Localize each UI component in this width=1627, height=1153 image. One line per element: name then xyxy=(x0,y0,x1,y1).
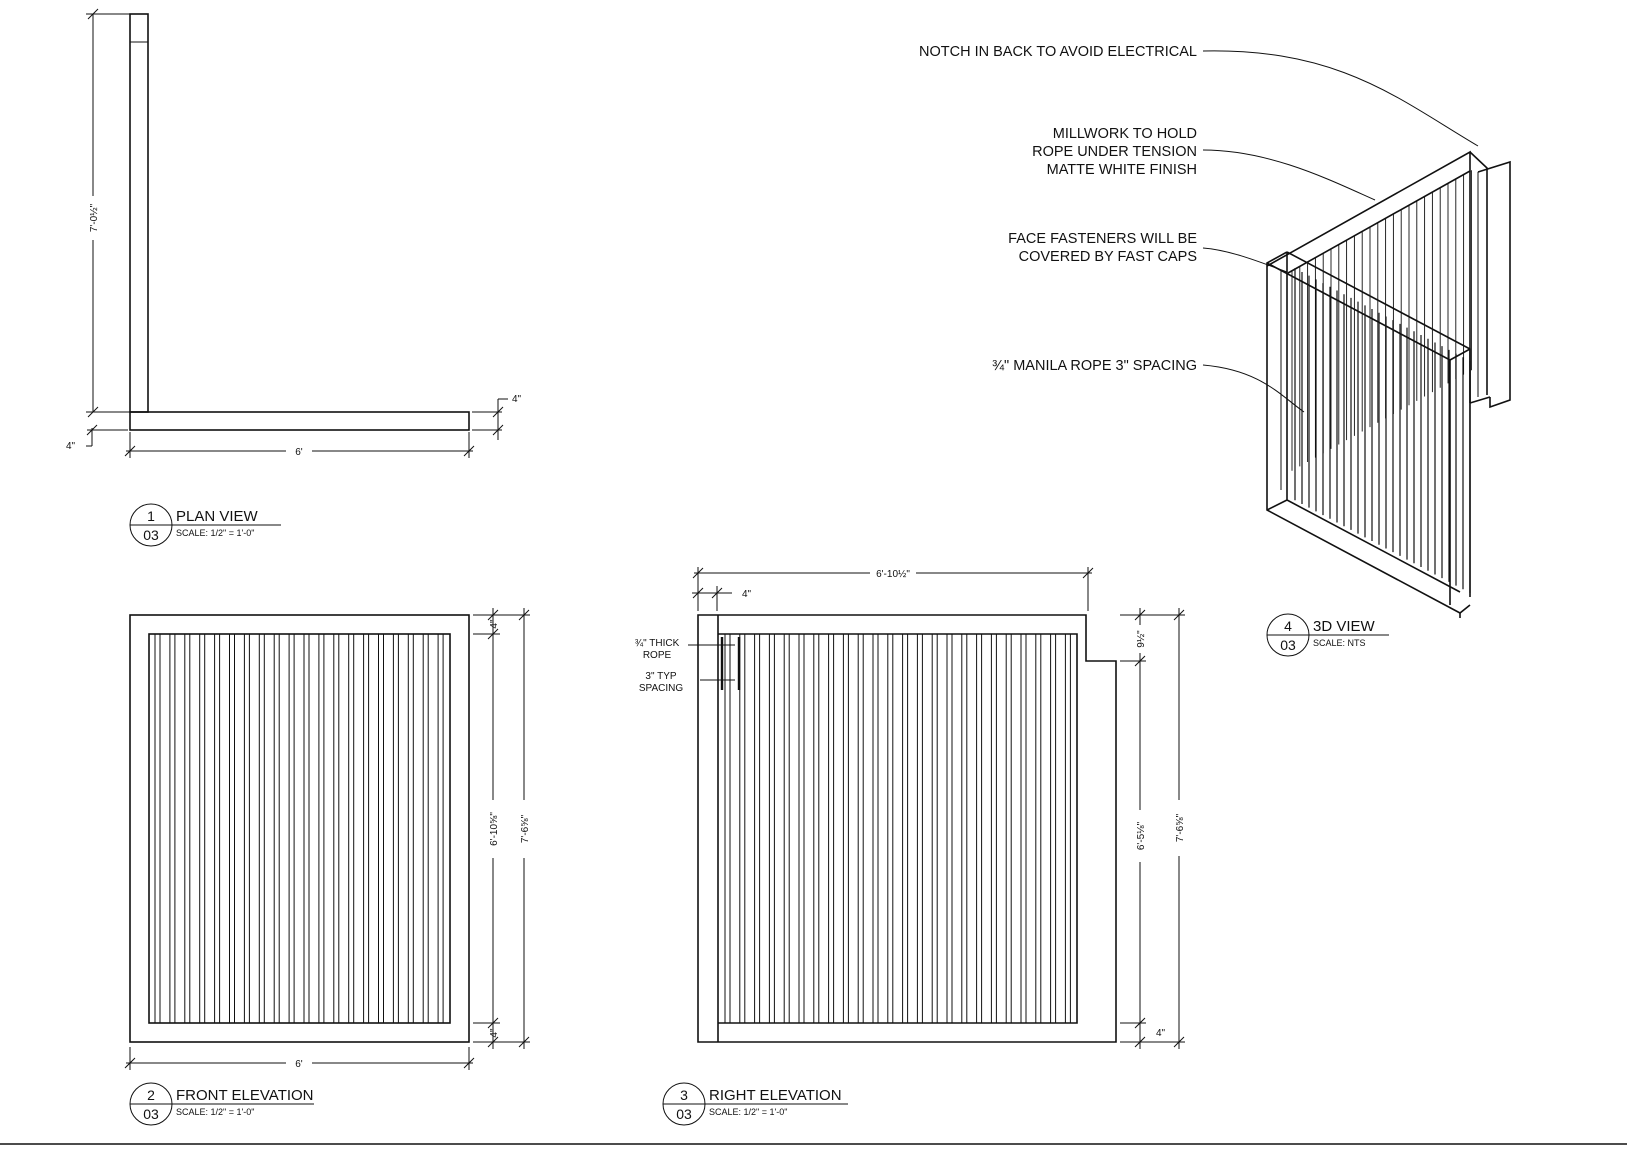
right-view-scale: SCALE: 1/2" = 1'-0" xyxy=(709,1107,787,1117)
3d-leaders xyxy=(1202,50,1479,413)
right-frame-label: 4" xyxy=(742,589,752,600)
front-width-label: 6' xyxy=(295,1059,303,1070)
plan-view: 7'-0½" 6' 4" 4" xyxy=(66,8,522,547)
right-overall-height-label: 7'-6⅝" xyxy=(1175,813,1186,842)
front-bottom-label: 4" xyxy=(489,1028,500,1038)
right-width-dimension: 6'-10½" xyxy=(692,565,1094,611)
note-fasteners-line1: FACE FASTENERS WILL BE xyxy=(1008,231,1197,247)
3d-view-title: 3D VIEW xyxy=(1313,618,1376,635)
plan-view-title-block: 1 03 PLAN VIEW SCALE: 1/2" = 1'-0" xyxy=(129,503,281,547)
plan-view-sheet: 03 xyxy=(143,527,159,543)
right-view-title: RIGHT ELEVATION xyxy=(709,1087,842,1104)
front-view-title: FRONT ELEVATION xyxy=(176,1087,314,1104)
right-frame xyxy=(697,614,1117,1043)
right-height-dimensions: 9½" 6'-5⅛" 7'-6⅝" 4" xyxy=(1120,608,1188,1049)
note-millwork-line1: MILLWORK TO HOLD xyxy=(1053,126,1197,142)
right-bottom-label: 4" xyxy=(1156,1028,1166,1039)
front-view-number: 2 xyxy=(147,1087,155,1103)
note-notch: NOTCH IN BACK TO AVOID ELECTRICAL xyxy=(919,44,1197,60)
typ-spacing-callout-line2: SPACING xyxy=(639,683,683,694)
front-overall-height-label: 7'-6⅝" xyxy=(520,814,531,843)
right-width-label: 6'-10½" xyxy=(876,569,910,580)
typ-spacing-callout-line1: 3" TYP xyxy=(645,671,676,682)
plan-view-scale: SCALE: 1/2" = 1'-0" xyxy=(176,528,254,538)
3d-rope-lines xyxy=(1291,170,1472,593)
right-elevation-title-block: 3 03 RIGHT ELEVATION SCALE: 1/2" = 1'-0" xyxy=(662,1082,848,1126)
plan-thickness-right: 4" xyxy=(472,394,522,440)
plan-geometry xyxy=(129,13,470,431)
front-height-dimensions: 4" 4" 6'-10⅝" 7'-6⅝" xyxy=(473,608,533,1049)
plan-view-title: PLAN VIEW xyxy=(176,508,259,525)
right-view-number: 3 xyxy=(680,1087,688,1103)
right-notch-label: 9½" xyxy=(1136,630,1147,648)
view-3d: NOTCH IN BACK TO AVOID ELECTRICAL MILLWO… xyxy=(919,44,1511,657)
front-view-scale: SCALE: 1/2" = 1'-0" xyxy=(176,1107,254,1117)
plan-width-label: 6' xyxy=(295,447,303,458)
plan-width-dimension: 6' xyxy=(124,432,475,458)
thick-rope-callout-line2: ROPE xyxy=(643,650,672,661)
front-rope-lines xyxy=(154,634,444,1023)
plan-view-number: 1 xyxy=(147,508,155,524)
plan-thickness-left: 4" xyxy=(66,424,128,452)
3d-back-frame xyxy=(1266,150,1511,409)
3d-front-frame xyxy=(1266,251,1471,618)
rope-callouts: ¾" THICK ROPE 3" TYP SPACING xyxy=(635,637,741,694)
front-elevation: 6' 4" 4" 6'-10⅝" 7'-6⅝" 2 03 xyxy=(124,608,533,1126)
note-rope: ¾" MANILA ROPE 3" SPACING xyxy=(992,358,1197,374)
note-fasteners-line2: COVERED BY FAST CAPS xyxy=(1019,249,1197,265)
3d-notes: NOTCH IN BACK TO AVOID ELECTRICAL MILLWO… xyxy=(919,44,1197,374)
3d-view-title-block: 4 03 3D VIEW SCALE: NTS xyxy=(1266,613,1389,657)
3d-view-sheet: 03 xyxy=(1280,637,1296,653)
plan-height-label: 7'-0½" xyxy=(89,203,100,232)
thick-rope-callout-line1: ¾" THICK xyxy=(635,638,680,649)
right-elevation: 6'-10½" 4" 9½" 6'-5⅛" 7 xyxy=(635,565,1188,1126)
front-view-sheet: 03 xyxy=(143,1106,159,1122)
right-view-sheet: 03 xyxy=(676,1106,692,1122)
note-millwork-line2: ROPE UNDER TENSION xyxy=(1032,144,1197,160)
3d-view-number: 4 xyxy=(1284,618,1292,634)
right-frame-dimension: 4" xyxy=(692,586,752,611)
right-lower-height-label: 6'-5⅛" xyxy=(1136,821,1147,850)
plan-height-dimension: 7'-0½" xyxy=(84,8,130,418)
right-rope-lines xyxy=(724,634,1071,1023)
plan-thickness-right-label: 4" xyxy=(512,394,522,405)
front-width-dimension: 6' xyxy=(124,1047,475,1070)
plan-thickness-left-label: 4" xyxy=(66,441,76,452)
note-millwork-line3: MATTE WHITE FINISH xyxy=(1047,162,1197,178)
3d-view-scale: SCALE: NTS xyxy=(1313,638,1366,648)
front-elevation-title-block: 2 03 FRONT ELEVATION SCALE: 1/2" = 1'-0" xyxy=(129,1082,314,1126)
front-inner-height-label: 6'-10⅝" xyxy=(489,812,500,846)
front-frame xyxy=(129,614,470,1043)
front-top-label: 4" xyxy=(489,619,500,629)
